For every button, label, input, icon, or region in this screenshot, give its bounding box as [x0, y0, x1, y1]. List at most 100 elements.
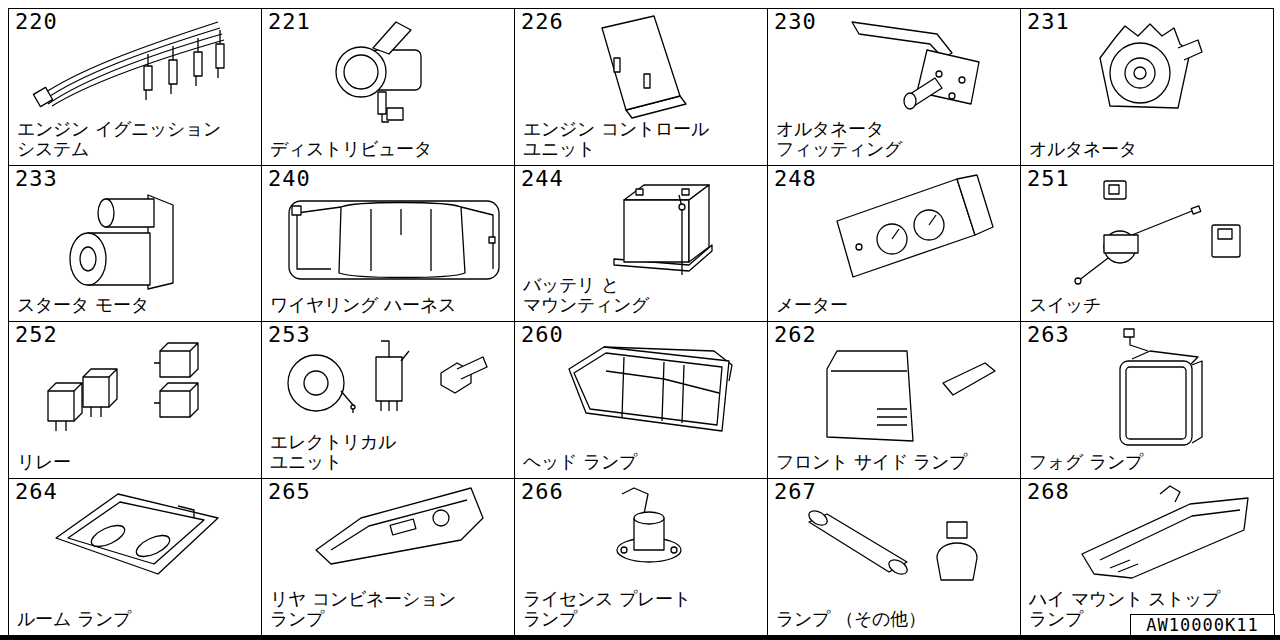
callout-number: 253 [268, 323, 311, 347]
part-name: ヘッド ランプ [523, 452, 753, 473]
drawing-code-box: AW10000K11 [1130, 614, 1275, 636]
line-art [1120, 361, 1192, 445]
line-art [1160, 486, 1180, 502]
line-art [1134, 67, 1146, 79]
line-art [70, 233, 106, 285]
electrical-unit-art [288, 341, 487, 413]
line-art [351, 405, 355, 409]
catalog-cell: 248 メーター [767, 165, 1021, 322]
line-art [1104, 181, 1126, 199]
line-art [148, 30, 220, 66]
part-name: フォグ ランプ [1029, 452, 1259, 473]
line-art [376, 357, 402, 401]
line-art [160, 343, 198, 377]
drawing-code: AW10000K11 [1146, 616, 1258, 635]
line-art [1109, 185, 1119, 194]
bracket-art [852, 22, 979, 109]
part-name: ルーム ランプ [17, 609, 247, 630]
callout-number: 251 [1027, 167, 1070, 191]
catalog-cell: 226エンジン コントロール ユニット [514, 8, 768, 166]
line-art [98, 199, 114, 227]
line-art [144, 66, 152, 90]
fog-lamp-art [1120, 329, 1202, 445]
line-art [957, 175, 993, 235]
line-art [341, 391, 353, 413]
line-art [304, 371, 328, 395]
line-art [373, 22, 411, 54]
catalog-cell: 230オルタネータ フィッティング [767, 8, 1021, 166]
line-art [146, 68, 218, 100]
line-art [80, 247, 96, 271]
part-name: スタータ モータ [17, 295, 247, 316]
line-art [892, 215, 936, 239]
meter-art [837, 175, 993, 277]
line-art [837, 179, 975, 277]
ecu-art [602, 16, 686, 118]
line-art [1132, 211, 1192, 235]
starter-art [70, 195, 173, 289]
distributor-art [336, 22, 421, 122]
line-art [378, 92, 386, 114]
part-name: リヤ コンビネーション ランプ [270, 589, 470, 630]
part-name: ライセンス プレート ランプ [523, 589, 723, 630]
battery-art [614, 185, 712, 275]
catalog-cell: 265リヤ コンビネーション ランプ [261, 478, 515, 636]
line-art [1100, 510, 1240, 560]
catalog-cell: 253 エレクトリカル ユニット [261, 321, 515, 479]
part-name: エレクトリカル ユニット [270, 432, 420, 473]
catalog-cell: 266ライセンス プレート ランプ [514, 478, 768, 636]
part-name: ワイヤリング ハーネス [270, 295, 500, 316]
line-art [133, 531, 172, 561]
catalog-cell: 260ヘッド ランプ [514, 321, 768, 479]
line-art [68, 502, 204, 564]
line-art [636, 189, 643, 195]
callout-number: 233 [15, 167, 58, 191]
line-art [457, 357, 487, 379]
line-art [622, 488, 648, 514]
line-art [382, 114, 389, 122]
line-art [682, 189, 689, 195]
line-art [160, 383, 198, 417]
callout-number: 231 [1027, 10, 1070, 34]
relay-art [48, 343, 198, 431]
callout-number: 221 [268, 10, 311, 34]
line-art [33, 87, 52, 106]
line-art [56, 494, 218, 574]
line-art [827, 351, 913, 441]
line-art [433, 510, 449, 526]
line-art [624, 200, 689, 262]
line-art [1075, 278, 1081, 284]
line-art [387, 108, 403, 120]
line-art [316, 488, 483, 564]
line-art [1192, 361, 1202, 443]
line-art [194, 52, 202, 76]
callout-number: 226 [521, 10, 564, 34]
line-art [88, 521, 127, 551]
line-art [216, 44, 224, 68]
callout-number: 244 [521, 167, 564, 191]
line-art [1126, 367, 1186, 439]
part-name: メーター [776, 295, 1006, 316]
line-art [289, 201, 499, 279]
line-art [904, 93, 916, 109]
line-art [1125, 58, 1155, 88]
line-art [292, 206, 301, 215]
callout-number: 268 [1027, 480, 1070, 504]
line-art [331, 500, 467, 550]
callout-number: 262 [774, 323, 817, 347]
line-art [614, 58, 620, 72]
callout-number: 248 [774, 167, 817, 191]
line-art [390, 519, 416, 535]
line-art [574, 353, 722, 425]
line-art [381, 401, 397, 411]
headlamp-art [569, 347, 732, 431]
catalog-cell: 240ワイヤリング ハーネス [261, 165, 515, 322]
line-art [679, 204, 685, 210]
catalog-cell: 221ディストリビュータ [261, 8, 515, 166]
line-art [937, 543, 977, 580]
line-art [1100, 24, 1190, 108]
line-art [297, 207, 493, 269]
line-art [1082, 498, 1248, 578]
